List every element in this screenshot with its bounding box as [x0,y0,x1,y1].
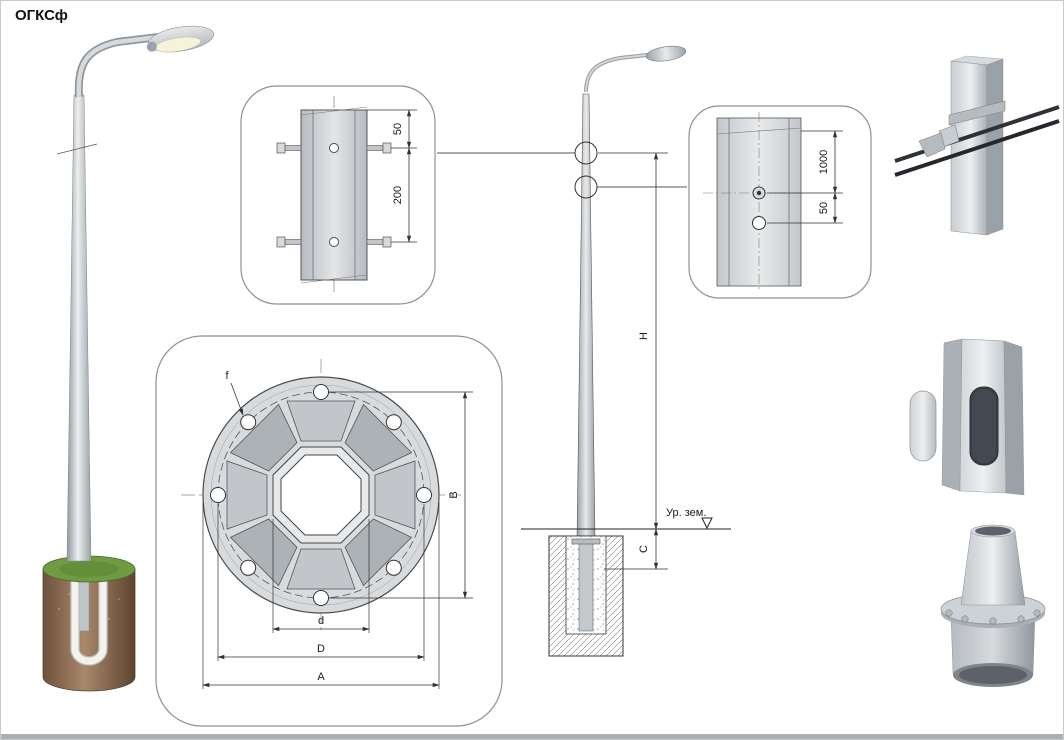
flange-plan-detail: f B d D A [155,335,503,727]
flange-bolts [945,609,1041,625]
hole-callout-f: f [225,370,244,416]
embedded-pole-section [578,540,594,632]
dim-label-d: d [318,615,324,627]
hole-label-f: f [225,370,229,382]
dimension-C: C [604,528,668,570]
pole-3d-render [42,25,214,692]
banding-strap [948,100,1006,126]
break-line-top [300,106,368,116]
ground-level-mark [701,517,713,530]
break-line-bottom [300,274,368,284]
bolt-lower-right [366,236,392,248]
bracket-3d-render [894,55,1060,236]
ground-level-label: Ур. зем. [666,507,706,519]
dim-label-H: H [638,332,650,340]
elevation-pole-shaft [576,93,596,542]
detail-balloon-lower [574,175,598,199]
conduit-loop [71,579,107,665]
dim-label-200: 200 [392,186,404,204]
dimension-H: H [598,152,668,530]
suspension-rod-1 [894,105,1060,163]
skirt-opening [959,666,1027,684]
dimension-D: D [217,504,425,661]
dim-label-1000: 1000 [818,150,830,174]
dim-label-50b: 50 [818,202,830,214]
foundation-3d [42,555,136,692]
door-cover [909,390,937,462]
break-line [716,127,802,135]
detail-balloon-upper [574,141,598,165]
dimension-50: 50 [367,109,417,149]
detail-card-border [155,335,503,727]
gussets [226,400,416,590]
dimension-50b: 50 [767,192,843,224]
dim-label-50: 50 [392,123,404,135]
flange-side-detail: 50 200 [240,85,436,305]
drawing-title: ОГКСф [15,7,68,24]
clamp-wedge [918,132,946,158]
pole-right-facet [1003,340,1025,496]
bolt-upper-left [276,142,302,154]
foundation-section [548,535,624,657]
bolt-lower-left [276,236,302,248]
mount-hole [752,216,766,230]
lamp-head-3d [146,25,214,53]
detail-card-border [240,85,436,305]
base-flange-3d-render [940,524,1046,687]
mount-bolt [752,186,766,200]
bolt-upper-right [366,142,392,154]
access-door-3d-render [909,338,1025,496]
dimension-B: B [329,391,473,599]
pole-break-mark [56,143,98,155]
suspension-rod-2 [894,119,1060,177]
dimension-200: 200 [391,147,417,243]
pole-left-facet [941,338,963,492]
column-section [300,109,368,281]
plate-hole-lower [329,237,339,247]
dimension-A: A [202,503,440,689]
dim-label-D: D [317,643,325,655]
pole-base-flange [571,538,601,545]
mount-hole-detail: 1000 50 [688,105,872,299]
dim-label-A: A [317,671,325,683]
cone-opening [975,526,1011,536]
bolt-holes [210,384,432,606]
window-edge [1,734,1063,739]
dim-label-B: B [448,491,460,498]
dimension-1000: 1000 [767,130,843,194]
dimension-d: d [272,519,370,633]
pole-shaft-3d [56,94,98,562]
ground-level: Ур. зем. [521,507,731,530]
elevation-lamp-arm [584,45,687,93]
pole-octagon-inner [280,454,362,536]
dim-label-C: C [638,545,650,553]
elevation-lamp-head [645,45,687,62]
plate-hole-upper [329,143,339,153]
detail-card-border [688,105,872,299]
post-side-face [986,58,1004,236]
pole-elevation-drawing: Ур. зем. H C [521,45,731,657]
lamp-arm-3d [74,32,168,98]
base-cone [960,530,1026,606]
